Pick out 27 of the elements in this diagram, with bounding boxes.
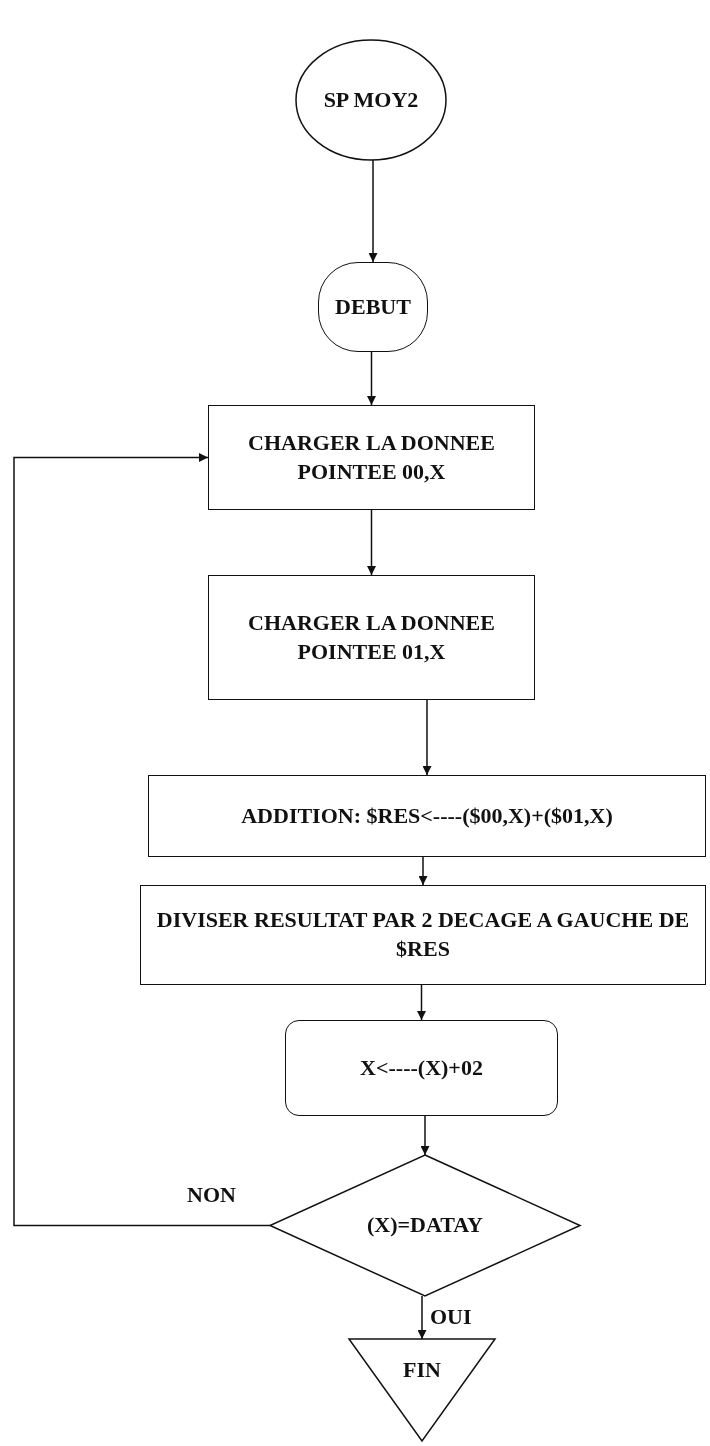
start-ellipse	[296, 40, 446, 160]
process-box	[148, 775, 706, 857]
process-box	[140, 885, 706, 985]
arrow	[422, 699, 432, 776]
node-label: DEBUT	[335, 292, 411, 321]
node-label: (X)=DATAY	[367, 1211, 483, 1240]
decision-diamond	[270, 1155, 580, 1296]
process-box	[208, 405, 535, 510]
arrow	[417, 984, 426, 1021]
arrow	[418, 856, 428, 886]
node-label: CHARGER LA DONNEE POINTEE 00,X	[247, 428, 496, 486]
arrow	[13, 453, 271, 1227]
arrow	[367, 509, 376, 576]
arrow	[368, 159, 378, 263]
node-label: CHARGER LA DONNEE POINTEE 01,X	[247, 608, 496, 666]
node-label: X<----(X)+02	[360, 1053, 483, 1082]
arrow	[420, 1115, 430, 1156]
process-box	[208, 575, 535, 700]
start-terminal	[318, 262, 428, 352]
node-label: ADDITION: $RES<----($00,X)+($01,X)	[241, 801, 613, 830]
node-label: FIN	[403, 1355, 441, 1384]
arrow	[367, 351, 376, 406]
node-label: SP MOY2	[323, 85, 419, 114]
end-triangle	[349, 1339, 495, 1441]
process-box	[285, 1020, 558, 1116]
node-label: DIVISER RESULTAT PAR 2 DECAGE A GAUCHE DE $RES	[155, 906, 691, 963]
arrow	[417, 1295, 427, 1340]
